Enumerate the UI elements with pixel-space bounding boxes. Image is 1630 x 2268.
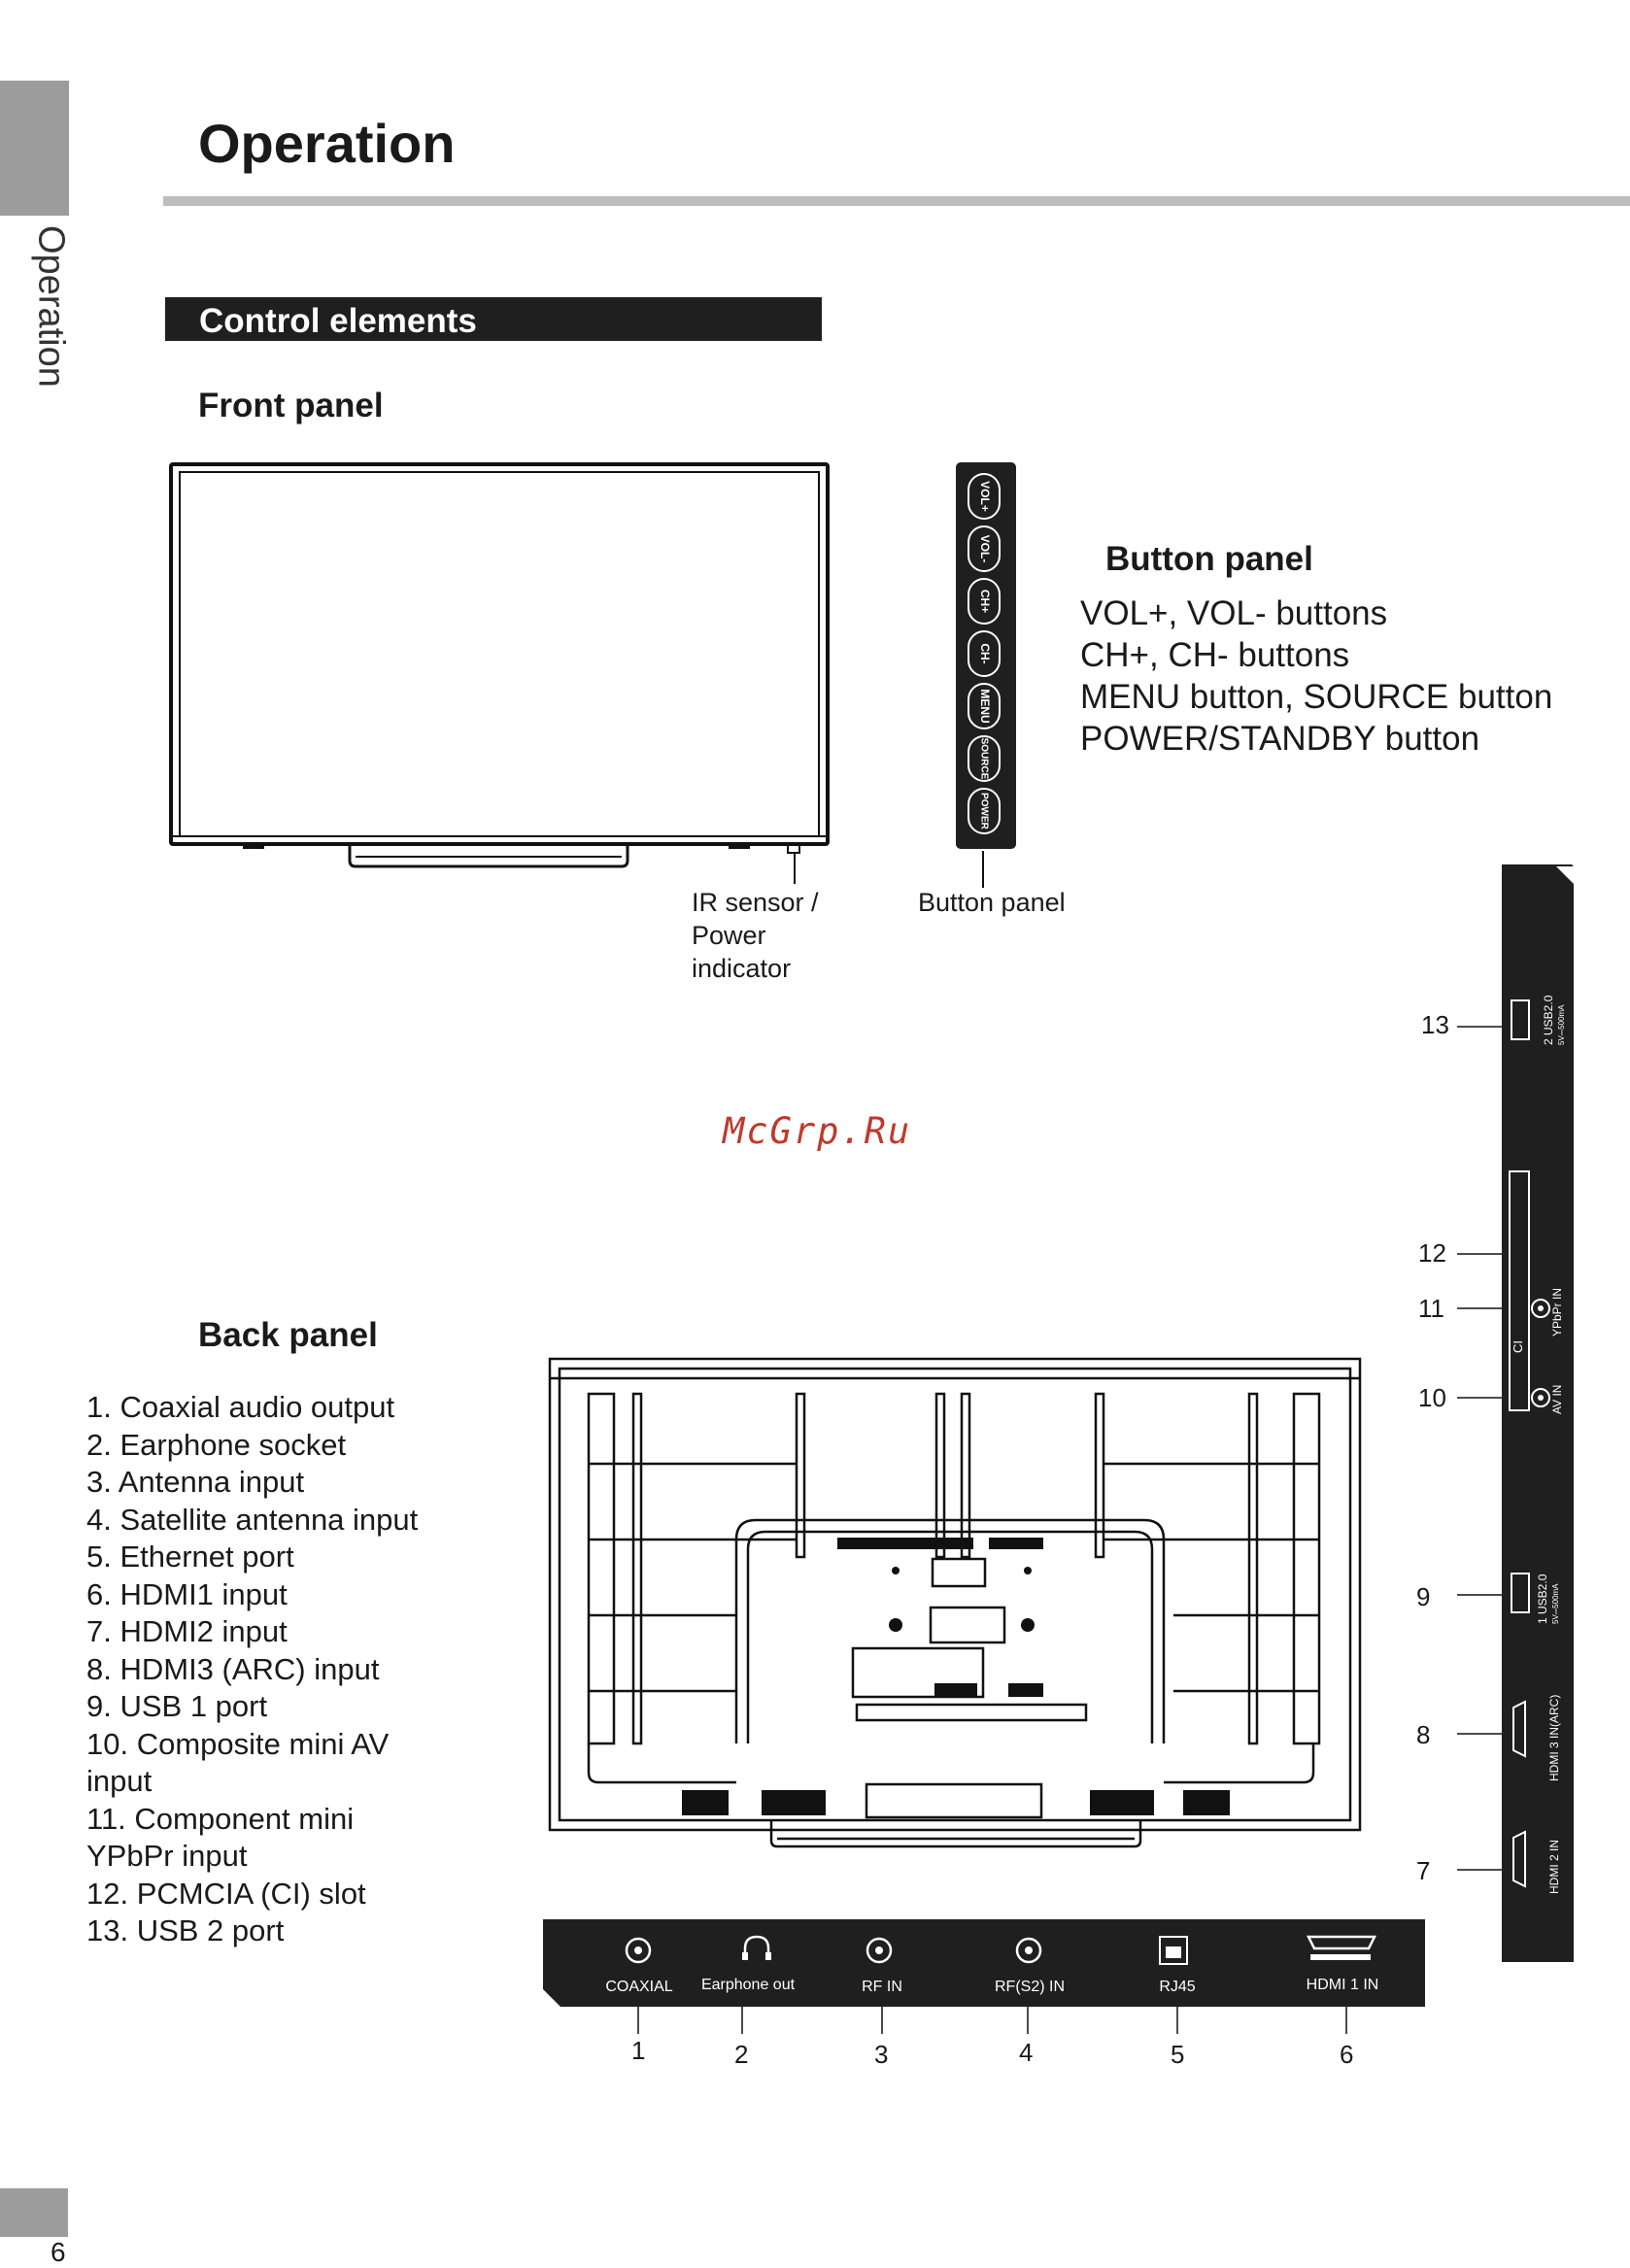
bottom-port-label: RJ45: [1159, 1979, 1195, 1995]
side-tab: [0, 81, 69, 216]
ir-caption-line: IR sensor /: [692, 888, 819, 917]
list-item: 13. USB 2 port: [86, 1913, 285, 1947]
panel-key-outline: [968, 473, 1001, 520]
button-desc-line: CH+, CH- buttons: [1080, 636, 1350, 674]
front-panel-heading: Front panel: [198, 387, 384, 424]
ir-caption-line: Power: [692, 921, 766, 950]
panel-key-outline: [968, 735, 1001, 782]
bottom-port-number: 3: [874, 2040, 889, 2069]
panel-key-outline: [968, 683, 1001, 729]
button-panel-drawing: VOL+ VOL- CH+ CH- MENU SOURCE POWER: [956, 462, 1016, 888]
side-port-number: 9: [1416, 1582, 1431, 1611]
back-panel-heading: Back panel: [198, 1316, 378, 1354]
bottom-port-label: Earphone out: [701, 1977, 796, 1993]
panel-key-outline: [968, 788, 1001, 834]
side-connector-panel: 2 USB2.0 5V⎓500mA CI YPbPr IN AV IN 1 US…: [1457, 864, 1574, 1962]
back-panel-list: 1. Coaxial audio output 2. Earphone sock…: [86, 1389, 418, 1950]
list-item: 2. Earphone socket: [86, 1427, 347, 1462]
side-port-label: HDMI 2 IN: [1547, 1840, 1561, 1894]
bottom-port-label: HDMI 1 IN: [1307, 1977, 1379, 1993]
side-port-number: 12: [1418, 1238, 1446, 1268]
bottom-port-label: RF(S2) IN: [995, 1979, 1065, 1995]
panel-key-outline: [968, 525, 1001, 572]
bottom-port-number: 1: [631, 2036, 646, 2065]
bottom-port-label: COAXIAL: [605, 1979, 672, 1995]
button-panel-heading: Button panel: [1105, 540, 1313, 578]
ir-sensor-caption: IR sensor / Power indicator: [692, 886, 819, 985]
button-desc-line: POWER/STANDBY button: [1080, 720, 1480, 758]
side-port-label: 2 USB2.0: [1542, 995, 1555, 1045]
side-port-number: 7: [1416, 1856, 1431, 1885]
tv-back-drawing: [548, 1357, 1362, 1848]
side-port-label: AV IN: [1550, 1385, 1564, 1414]
side-port-number: 11: [1418, 1294, 1444, 1323]
list-item: 5. Ethernet port: [86, 1540, 294, 1574]
bottom-port-number: 6: [1340, 2040, 1354, 2069]
panel-key-ch-minus: CH-: [978, 643, 992, 663]
bottom-port-number: 4: [1019, 2038, 1034, 2067]
side-port-label: HDMI 3 IN(ARC): [1547, 1695, 1561, 1781]
list-item: 11. Component mini: [86, 1801, 355, 1836]
list-item: 6. HDMI1 input: [86, 1576, 288, 1611]
panel-key-vol-plus: VOL+: [978, 481, 992, 512]
bottom-port-number: 5: [1171, 2040, 1185, 2069]
page-number-tab: [0, 2188, 68, 2237]
section-header: Control elements: [165, 297, 822, 341]
list-item: 1. Coaxial audio output: [86, 1390, 395, 1424]
side-label: Operation: [30, 225, 72, 388]
side-port-number: 10: [1418, 1383, 1446, 1412]
list-item: 4. Satellite antenna input: [86, 1502, 419, 1537]
bottom-connector-panel: COAXIAL Earphone out RF IN RF(S2) IN RJ4…: [543, 1919, 1425, 2034]
panel-key-menu: MENU: [978, 689, 992, 723]
side-port-number: 8: [1416, 1720, 1431, 1749]
panel-key-power: POWER: [978, 793, 989, 830]
ir-caption-line: indicator: [692, 954, 792, 983]
tv-front-drawing: [169, 462, 830, 884]
list-item: 3. Antenna input: [86, 1465, 305, 1499]
page-number: 6: [51, 2237, 66, 2267]
side-port-label: 5V⎓500mA: [1557, 1004, 1566, 1045]
page-title: Operation: [198, 113, 456, 174]
panel-key-ch-plus: CH+: [978, 590, 992, 613]
side-port-label: YPbPr IN: [1550, 1288, 1564, 1337]
list-item: YPbPr input: [86, 1839, 248, 1873]
side-port-number: 13: [1421, 1010, 1449, 1039]
list-item: 7. HDMI2 input: [86, 1614, 288, 1648]
panel-key-outline: [968, 630, 1001, 677]
bottom-port-label: RF IN: [862, 1979, 902, 1995]
list-item: input: [86, 1764, 153, 1798]
title-divider: [163, 196, 1630, 206]
list-item: 9. USB 1 port: [86, 1689, 268, 1723]
side-port-label: 1 USB2.0: [1536, 1574, 1549, 1624]
bottom-port-number: 2: [734, 2040, 749, 2069]
panel-key-vol-minus: VOL-: [978, 535, 992, 563]
button-panel-caption: Button panel: [918, 888, 1066, 917]
button-desc-line: MENU button, SOURCE button: [1080, 678, 1553, 716]
section-title: Control elements: [199, 302, 477, 340]
button-panel-description: VOL+, VOL- buttons CH+, CH- buttons MENU…: [1080, 592, 1552, 760]
button-desc-line: VOL+, VOL- buttons: [1080, 594, 1388, 632]
list-item: 10. Composite mini AV: [86, 1726, 390, 1761]
side-port-label: 5V⎓500mA: [1551, 1583, 1560, 1624]
list-item: 8. HDMI3 (ARC) input: [86, 1651, 380, 1686]
list-item: 12. PCMCIA (CI) slot: [86, 1876, 366, 1911]
panel-key-source: SOURCE: [978, 738, 989, 780]
panel-key-outline: [968, 578, 1001, 625]
watermark: McGrp.Ru: [723, 1110, 912, 1152]
side-port-label: CI: [1511, 1340, 1525, 1353]
